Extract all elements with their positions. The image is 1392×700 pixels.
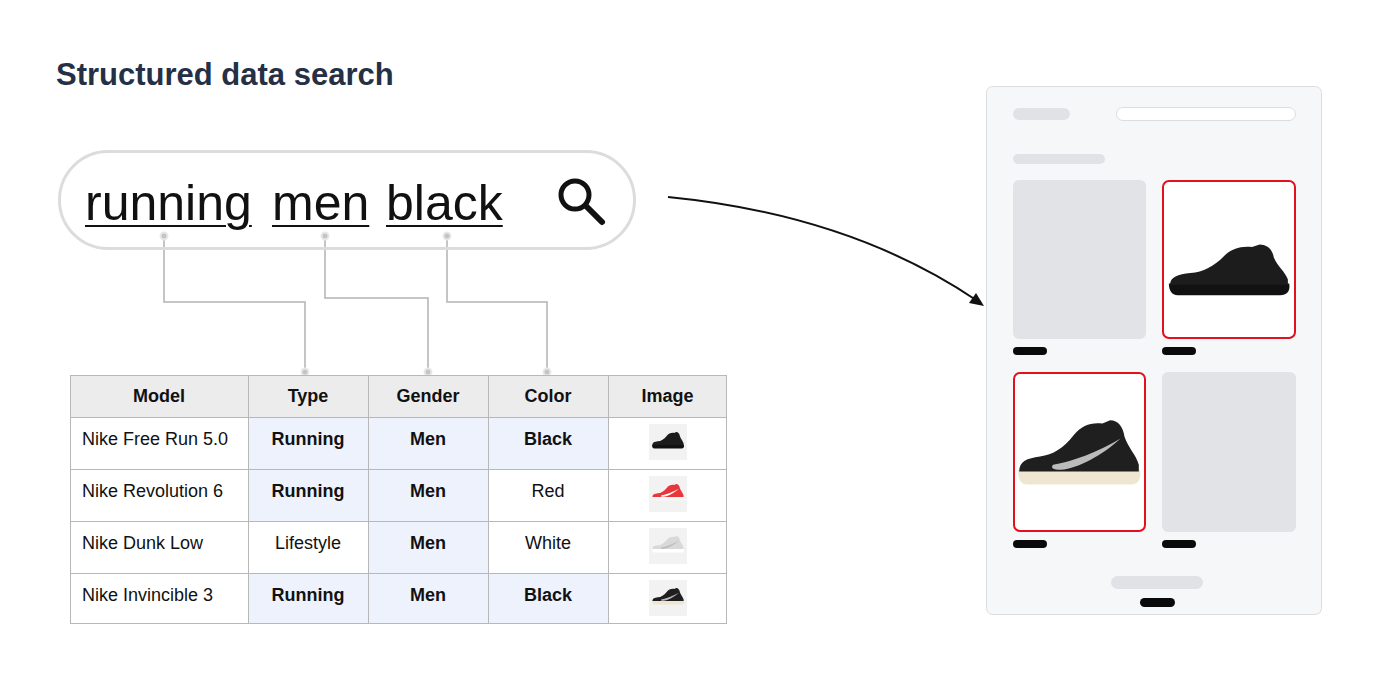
- column-header: Model: [133, 386, 185, 406]
- cell-value: White: [525, 533, 571, 553]
- cell-value: Black: [524, 429, 572, 449]
- highlight-cell: [368, 417, 488, 624]
- table-header-fill: [70, 375, 727, 417]
- shoe-thumbnail: [649, 528, 687, 564]
- column-header: Color: [525, 386, 572, 406]
- table-cell: White: [488, 521, 608, 573]
- column-header: Gender: [396, 386, 459, 406]
- cell-value: Men: [410, 533, 446, 553]
- table-header-cell: Gender: [368, 375, 488, 417]
- table-cell: Black: [488, 417, 608, 469]
- table-cell: Nike Dunk Low: [70, 521, 248, 573]
- table-header-cell: Image: [608, 375, 727, 417]
- leader-lines: [164, 238, 547, 369]
- column-header: Type: [288, 386, 329, 406]
- leader-dot: [161, 233, 168, 240]
- query-term: running: [85, 173, 252, 233]
- query-term: black: [386, 173, 503, 233]
- leader-dot: [302, 369, 309, 376]
- highlight-cell: [488, 417, 608, 469]
- cell-value: Running: [272, 585, 345, 605]
- leader-line: [325, 238, 428, 369]
- diagram-title: Structured data search: [56, 57, 394, 93]
- result-arrow: [668, 197, 984, 306]
- table-header-cell: Model: [70, 375, 248, 417]
- table-cell: Nike Free Run 5.0: [70, 417, 248, 469]
- leader-dot: [544, 369, 551, 376]
- table-cell: Black: [488, 573, 608, 624]
- cell-value: Running: [272, 429, 345, 449]
- table-cell: Nike Invincible 3: [70, 573, 248, 624]
- highlight-cell: [488, 573, 608, 624]
- leader-line: [447, 238, 547, 369]
- query-term: men: [272, 173, 369, 233]
- results-screen: [987, 87, 1322, 615]
- shoe-thumbnail: [649, 580, 687, 616]
- table-cell: Men: [368, 417, 488, 469]
- cell-value: Nike Invincible 3: [82, 585, 213, 605]
- leader-dots: [161, 233, 551, 376]
- leader-dot: [425, 369, 432, 376]
- table-cell: Men: [368, 469, 488, 521]
- table-cell: Running: [248, 469, 368, 521]
- cell-value: Lifestyle: [275, 533, 341, 553]
- cell-value: Red: [531, 481, 564, 501]
- leader-dot: [322, 233, 329, 240]
- table-cell: Nike Revolution 6: [70, 469, 248, 521]
- search-icon: [561, 181, 602, 222]
- table-header-cell: Color: [488, 375, 608, 417]
- table-grid: [70, 375, 727, 624]
- table-cell: Running: [248, 573, 368, 624]
- leader-line: [164, 238, 305, 369]
- shoe-thumbnail: [649, 424, 687, 460]
- table-cell: Running: [248, 417, 368, 469]
- cell-value: Men: [410, 481, 446, 501]
- cell-value: Men: [410, 585, 446, 605]
- table-cell: Red: [488, 469, 608, 521]
- leader-dot: [444, 233, 451, 240]
- cell-value: Nike Revolution 6: [82, 481, 223, 501]
- cell-value: Nike Free Run 5.0: [82, 429, 228, 449]
- table-cell: Men: [368, 573, 488, 624]
- cell-value: Running: [272, 481, 345, 501]
- search-bar: running men black: [58, 150, 636, 250]
- table-cell: Lifestyle: [248, 521, 368, 573]
- highlight-cell: [248, 573, 368, 624]
- column-header: Image: [641, 386, 693, 406]
- table-cell: Men: [368, 521, 488, 573]
- cell-value: Nike Dunk Low: [82, 533, 203, 553]
- cell-value: Black: [524, 585, 572, 605]
- shoe-thumbnail: [649, 476, 687, 512]
- cell-value: Men: [410, 429, 446, 449]
- table-header-cell: Type: [248, 375, 368, 417]
- data-table: [70, 375, 727, 624]
